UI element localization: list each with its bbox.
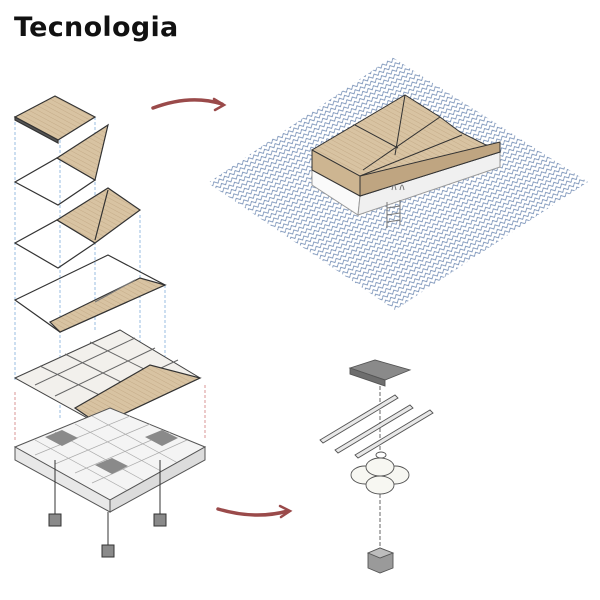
arrow-icon — [216, 504, 293, 519]
layer-frame-deck — [13, 254, 167, 333]
layer-frame-ramp — [13, 187, 142, 269]
anchor-weights — [48, 460, 167, 558]
layer-roof-panel — [13, 95, 97, 145]
floating-platform — [311, 94, 502, 228]
page-title: Tecnologia — [14, 12, 179, 43]
layer-frame-triangle — [13, 123, 109, 206]
layer-floats-grid — [13, 407, 207, 513]
arrow-icon — [151, 97, 227, 112]
projection-guides-red — [14, 385, 206, 440]
module-detail — [319, 359, 434, 574]
